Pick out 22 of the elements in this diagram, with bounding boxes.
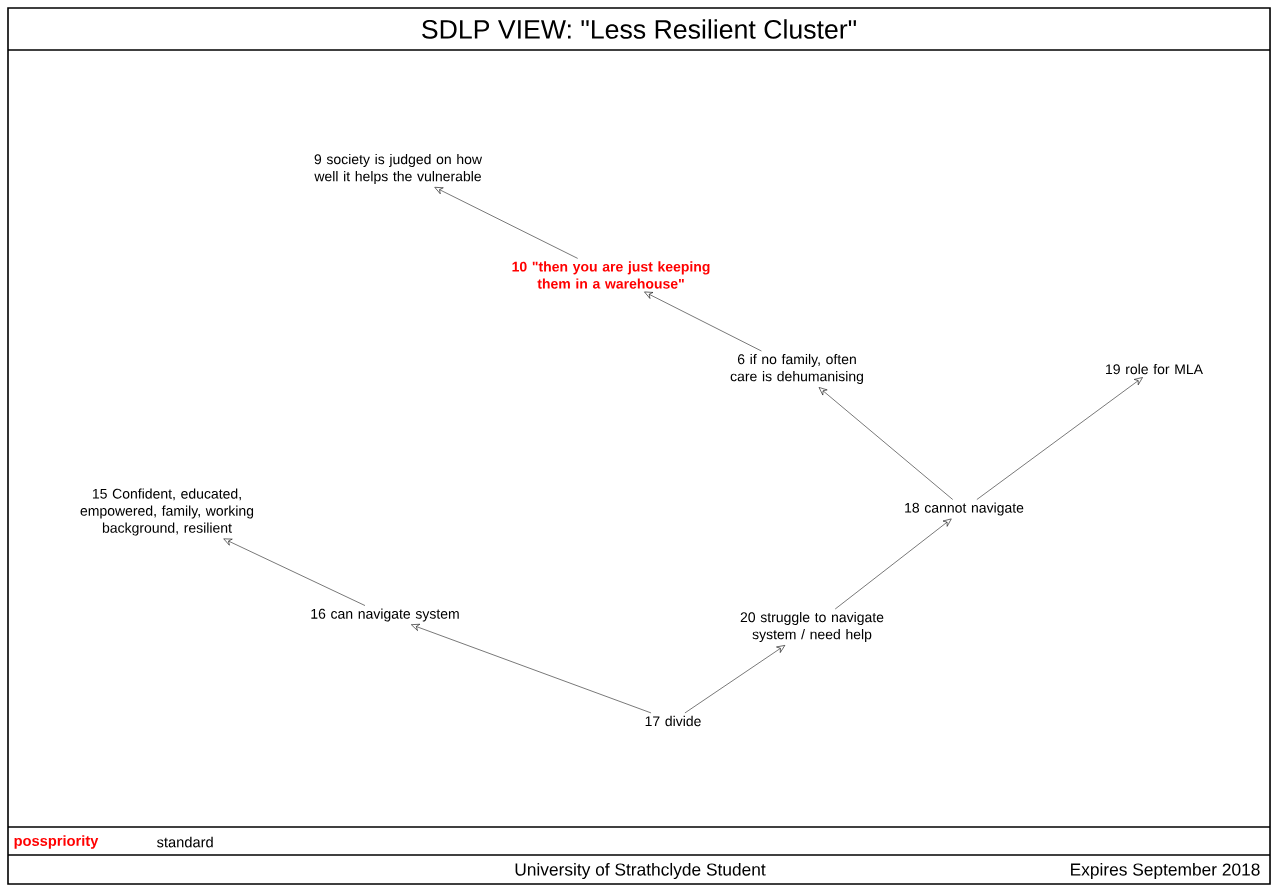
footer-text: Expires September 2018 bbox=[1071, 862, 1260, 880]
node-text: 17 divide bbox=[645, 715, 701, 727]
arrow bbox=[834, 518, 952, 610]
node-text: 20 struggle to navigate system / need help bbox=[740, 611, 884, 643]
node-text: 9 society is judged on how well it helps the vulnerable bbox=[314, 153, 483, 185]
title: SDLP VIEW: "Less Resilient Cluster" bbox=[422, 19, 856, 39]
node-text: 18 cannot navigate bbox=[905, 502, 1024, 516]
arrow bbox=[976, 377, 1143, 500]
arrow bbox=[818, 387, 953, 500]
footer-text: University of Strathclyde Student bbox=[515, 862, 766, 880]
arrow bbox=[411, 624, 652, 714]
node-text: 19 role for MLA bbox=[1106, 363, 1203, 375]
node-text: 16 can navigate system bbox=[311, 608, 459, 622]
node-text: 15 Confident, educated, empowered, family, working background, resilient bbox=[80, 488, 254, 536]
node-text: 6 if no family, often care is dehumanising bbox=[730, 353, 863, 385]
footer-text: standard bbox=[157, 836, 213, 848]
node-text: 10 "then you are just keeping them in a warehouse" bbox=[512, 261, 710, 289]
footer-text: posspriority bbox=[14, 835, 99, 849]
arrow bbox=[644, 291, 762, 352]
arrow bbox=[223, 538, 366, 606]
arrow bbox=[434, 187, 578, 259]
arrow bbox=[684, 645, 786, 714]
